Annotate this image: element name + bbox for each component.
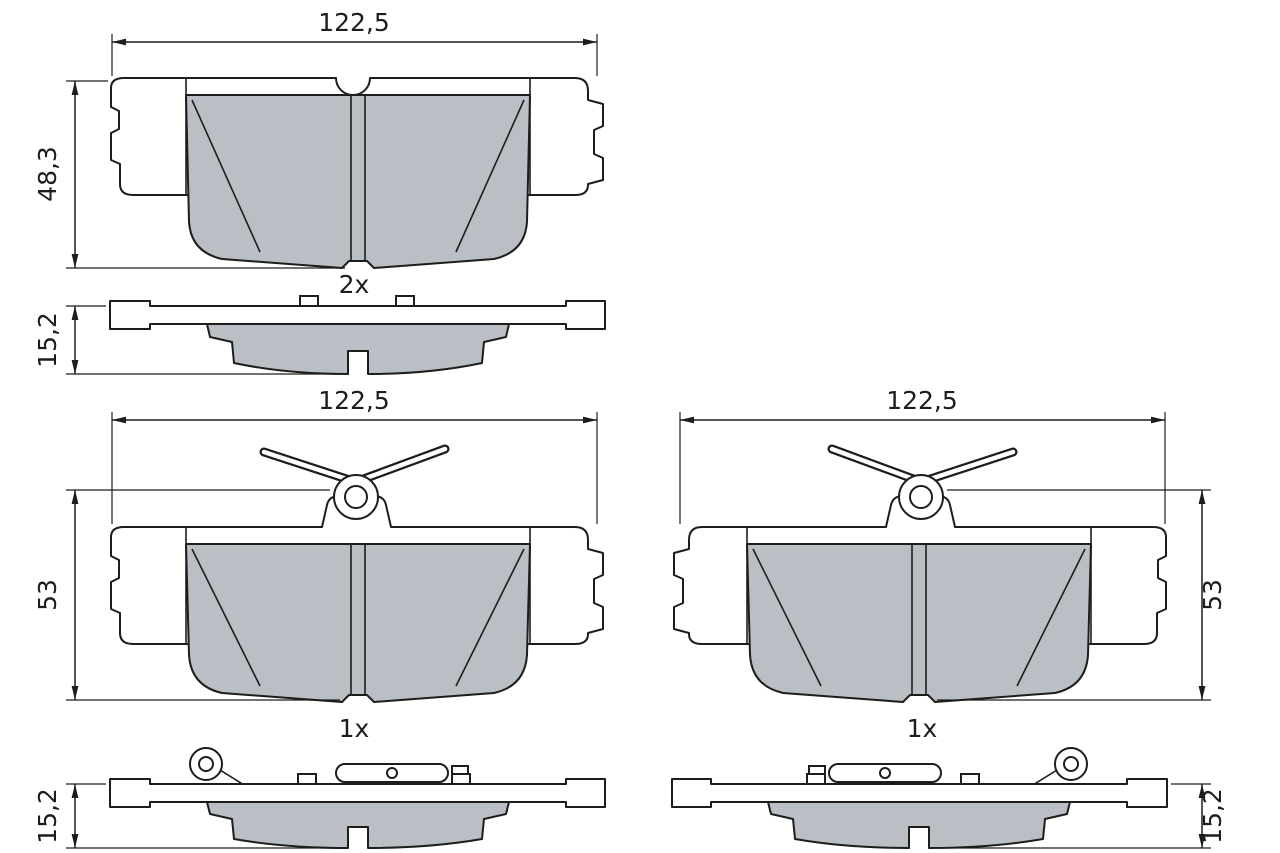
dimensions-bottom-right: 122,5 53 1x 15,2 — [679, 386, 1227, 849]
dimension-width-top: 122,5 — [111, 8, 598, 76]
dimension-height-top: 48,3 — [33, 80, 345, 269]
friction-material-side — [195, 323, 510, 375]
dimension-label-height-bottom-left: 53 — [33, 579, 62, 611]
chamfer-line-left — [191, 548, 261, 687]
friction-material — [185, 543, 531, 703]
spring-coil-side-inner — [198, 756, 214, 772]
pad-side-view — [109, 747, 606, 849]
pad-drawing-top: 122,5 48,3 2x — [33, 8, 606, 375]
dimension-label-width-bottom-right: 122,5 — [886, 386, 958, 415]
pad-front-view-top — [110, 77, 604, 269]
dimension-label-height-top: 48,3 — [33, 146, 62, 202]
dimensions-bottom-left: 122,5 53 1x 15,2 — [33, 386, 598, 849]
dimension-thickness-top: 15,2 — [33, 305, 340, 375]
chamfer-line-right — [455, 99, 525, 253]
pad-side-view-top — [109, 295, 606, 375]
clip-tab — [299, 295, 319, 307]
spring-pin-loop — [386, 767, 398, 779]
dimension-label-thickness-bottom-right: 15,2 — [1198, 788, 1227, 844]
dimension-label-height-bottom-right: 53 — [1198, 579, 1227, 611]
chamfer-line-right — [455, 548, 525, 687]
clip-tab — [395, 295, 415, 307]
spring-coil-inner — [344, 485, 368, 509]
clip-tab — [451, 773, 471, 785]
dimension-label-thickness-top: 15,2 — [33, 312, 62, 368]
dimension-label-width-bottom-left: 122,5 — [318, 386, 390, 415]
dimension-label-thickness-bottom-left: 15,2 — [33, 788, 62, 844]
clip-tab — [297, 773, 317, 785]
friction-material-side — [195, 801, 510, 849]
dimension-label-width-top: 122,5 — [318, 8, 390, 37]
pad-assembly-bottom-left — [109, 444, 606, 849]
backing-plate-side — [109, 300, 606, 330]
friction-material — [185, 94, 531, 269]
backing-plate-side — [109, 778, 606, 808]
quantity-label-bottom-right: 1x — [907, 714, 938, 743]
quantity-label-bottom-left: 1x — [339, 714, 370, 743]
chamfer-line-left — [191, 99, 261, 253]
pad-assembly-bottom-right — [672, 449, 1167, 848]
quantity-label-top: 2x — [339, 270, 370, 299]
